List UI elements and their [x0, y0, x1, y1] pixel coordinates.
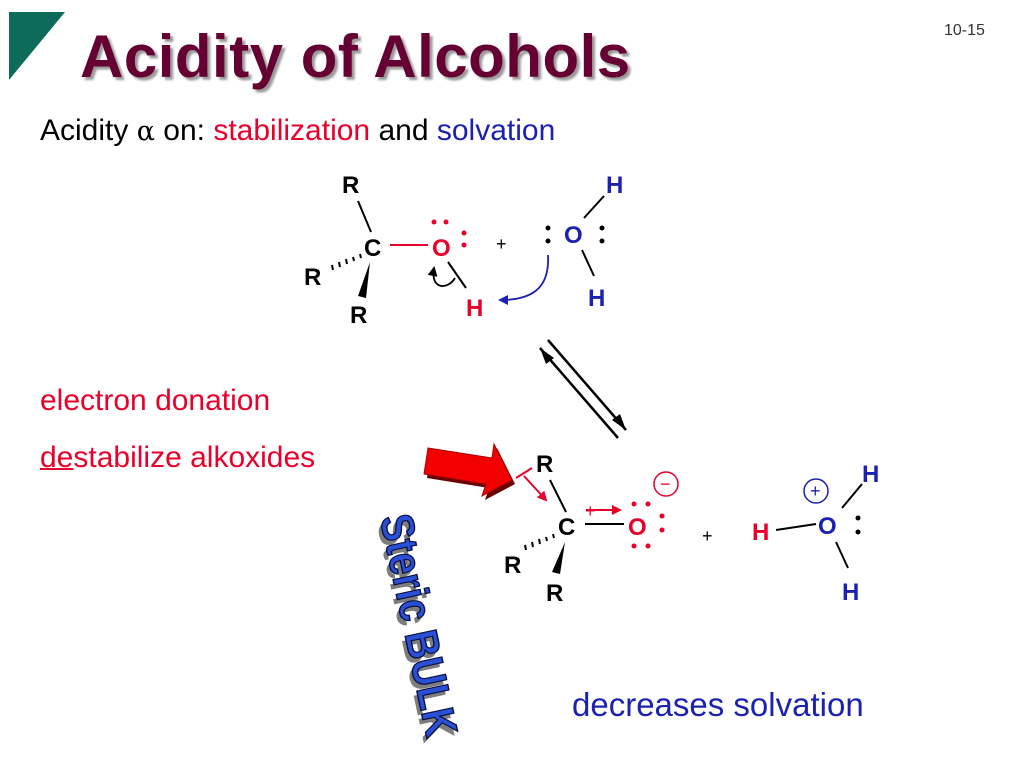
point-destabilize-alkoxides: destabilize alkoxides — [40, 441, 315, 475]
water-lone-pairs-icon — [545, 225, 605, 244]
hydronium-bond-bottom — [835, 541, 849, 569]
hashed-bond-icon-2 — [524, 533, 555, 551]
slide-title: Acidity of Alcohols — [80, 23, 631, 90]
r-top-label: R — [342, 172, 359, 199]
point-2-prefix: de — [40, 441, 74, 474]
r-left-label-2: R — [504, 552, 521, 579]
r-left-label: R — [304, 264, 321, 291]
plus-sign-2: + — [702, 526, 713, 546]
positive-charge-icon — [803, 478, 829, 504]
partial-plus-sign: + — [585, 501, 596, 521]
positive-sign: + — [810, 481, 821, 501]
lone-pairs-icon — [431, 219, 467, 248]
hydrogen-label: H — [466, 295, 483, 322]
slide-number: 10-15 — [944, 22, 985, 39]
subtitle-solvation: solvation — [436, 114, 556, 147]
water-h-top-label: H — [606, 172, 623, 199]
hydronium-h-left-label: H — [752, 519, 769, 546]
r-bottom-label-2: R — [546, 580, 563, 607]
alkoxide-oxygen-label: O — [628, 514, 647, 541]
hydronium-bond-top — [841, 483, 863, 509]
oxygen-label: O — [432, 235, 451, 262]
water-oxygen-label: O — [564, 222, 583, 249]
subtitle-and: and — [378, 114, 429, 147]
blue-curved-arrow-icon — [498, 254, 549, 305]
steric-bulk-wordart: Steric BULK Steric BULK — [367, 509, 469, 746]
alpha-symbol: α — [136, 116, 155, 147]
water-bond-top — [583, 195, 605, 219]
bottom-reaction: R C R R + O − + H O — [504, 451, 879, 607]
hashed-bond-icon — [331, 253, 362, 271]
carbon-label: C — [364, 235, 381, 262]
steric-bulk-text: Steric BULK — [370, 509, 468, 741]
water-bond-bottom — [581, 249, 595, 277]
hydronium-lone-pair-icon — [855, 515, 861, 535]
wedge-bond-icon — [358, 262, 370, 298]
bond-c-r-top — [357, 200, 372, 233]
carbon-label-2: C — [558, 514, 575, 541]
plus-sign: + — [496, 234, 507, 254]
hydronium-h-bottom-label: H — [842, 579, 859, 606]
equilibrium-arrows-icon — [539, 339, 627, 439]
r-bottom-label: R — [350, 302, 367, 329]
point-2-rest: stabilize alkoxides — [73, 441, 316, 474]
r-top-label-2: R — [536, 451, 553, 478]
bond-c-r-top-2 — [549, 479, 567, 513]
bond-o-h — [447, 261, 467, 289]
water-h-bottom-label: H — [588, 285, 605, 312]
subtitle-stabilization: stabilization — [213, 114, 371, 147]
point-electron-donation: electron donation — [40, 384, 271, 417]
arrow-tail-mark — [515, 467, 533, 479]
hydronium-oxygen-label: O — [818, 513, 837, 540]
hydronium-bond-left — [775, 523, 817, 531]
red-block-arrow-icon — [423, 442, 515, 500]
alkoxide-lone-pairs-icon — [631, 501, 665, 549]
corner-triangle-icon — [9, 12, 65, 80]
subtitle-prefix: Acidity — [40, 114, 129, 147]
subtitle: Acidity α on: stabilization and solvatio… — [40, 114, 555, 148]
wedge-bond-icon-2 — [552, 542, 565, 574]
negative-charge-icon — [653, 471, 679, 497]
top-reaction: R C R R O H + O — [304, 172, 623, 329]
subtitle-on: on: — [163, 114, 205, 147]
hydronium-h-top-label: H — [862, 461, 879, 488]
decreases-solvation-text: decreases solvation — [572, 686, 864, 723]
steric-arrow-icon — [523, 475, 548, 502]
minus-sign: − — [660, 474, 671, 494]
curved-arrow-icon — [427, 266, 456, 287]
